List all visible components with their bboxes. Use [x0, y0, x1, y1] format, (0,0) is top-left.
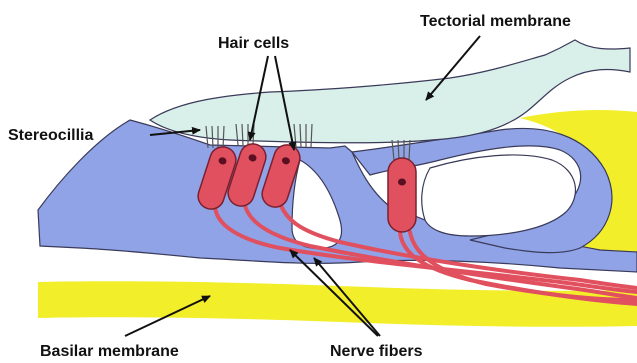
nerve-fibers-label: Nerve fibers [330, 343, 423, 360]
nucleus [398, 179, 406, 186]
stereocilia-label: Stereocillia [8, 127, 93, 144]
tectorial-membrane-label: Tectorial membrane [420, 13, 571, 30]
inner-hair-cell [388, 158, 416, 232]
basilar-membrane-label: Basilar membrane [40, 343, 179, 360]
basilar-membrane-band [38, 281, 637, 327]
hair-cells-label: Hair cells [218, 35, 289, 52]
